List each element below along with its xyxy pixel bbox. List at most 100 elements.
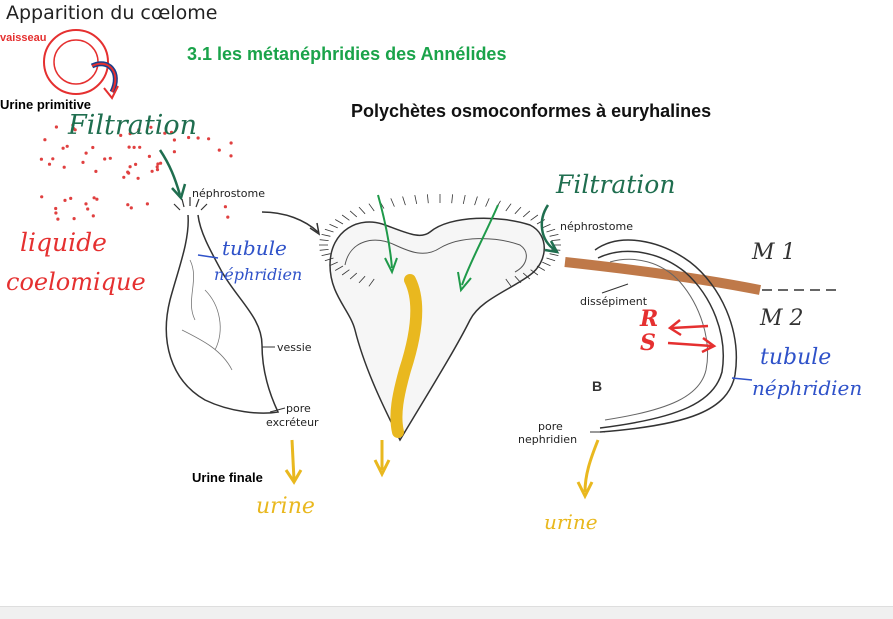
cilium (329, 261, 338, 267)
coelomic-dot (126, 170, 130, 174)
tubule-leader-right (731, 377, 753, 381)
cilium (321, 234, 331, 237)
coelomic-dot (129, 206, 133, 210)
coelomic-dot (147, 154, 151, 158)
label-b: B (592, 378, 603, 394)
bottom-bar (0, 606, 893, 619)
coelomic-dot (155, 165, 159, 169)
label-urine-right: urine (544, 510, 598, 534)
coelomic-dot (54, 211, 58, 215)
coelomic-dot (51, 157, 55, 161)
coelomic-dot (72, 127, 76, 131)
cilium (341, 269, 350, 276)
coelomic-dot (229, 154, 233, 158)
label-nephridien-right: néphridien (752, 376, 863, 400)
cilium (329, 223, 338, 229)
coelomic-dot (43, 138, 47, 142)
cilium (368, 203, 375, 212)
coelomic-dot (126, 203, 130, 207)
coelomic-dot (69, 196, 73, 200)
label-vessie: vessie (277, 341, 312, 354)
cilium (390, 198, 395, 207)
coelomic-dot (119, 133, 123, 137)
coelomic-dot (226, 215, 230, 219)
section-title: 3.1 les métanéphridies des Annélides (187, 44, 507, 64)
urine-arrow-left (284, 439, 303, 485)
coelomic-dot (172, 150, 176, 154)
cilium (349, 210, 358, 218)
label-filtration-right: Filtration (556, 170, 676, 199)
coelomic-dot (122, 175, 126, 179)
label-urine-left: urine (256, 494, 315, 519)
dissepiment-band (564, 257, 761, 295)
cilium (522, 210, 531, 218)
cilium (335, 265, 344, 271)
left-nephridium (165, 197, 280, 414)
coelomic-dot (137, 128, 141, 132)
coelomic-dot (63, 198, 67, 202)
label-dissepiment: dissépiment (580, 295, 648, 308)
coelomic-dot (71, 123, 75, 127)
cilium (335, 219, 344, 225)
center-green-arrows (377, 194, 499, 293)
coelomic-dot (54, 125, 59, 129)
cilium (324, 257, 334, 262)
slide-header: Apparition du cœlome (6, 2, 218, 24)
cilium (514, 275, 522, 284)
filtration-arrow-right (540, 204, 560, 254)
coelomic-dot (62, 165, 66, 169)
link-arrow (261, 211, 319, 233)
label-nephrostome-left: néphrostome (192, 187, 265, 200)
slide-subtitle: Polychètes osmoconformes à euryhalines (351, 101, 712, 121)
urine-arrow-center (373, 440, 391, 478)
label-r: R (640, 306, 659, 332)
label-s: S (640, 330, 656, 356)
cilium (549, 253, 559, 256)
cilium (341, 214, 350, 221)
coelomic-dot (134, 162, 138, 166)
urine-arrow-right (576, 439, 600, 500)
cilium (349, 272, 358, 280)
coelomic-dot (149, 125, 153, 129)
coelomic-dot (196, 136, 200, 140)
cilium (319, 239, 329, 241)
cilium (321, 253, 331, 256)
coelomic-dot (150, 169, 154, 173)
cilium (402, 196, 406, 206)
cilium (514, 206, 522, 215)
cilium (462, 195, 466, 204)
coelomic-dot (108, 156, 112, 160)
coelomic-dot (159, 161, 163, 165)
cilium (530, 269, 539, 276)
coelomic-dot (172, 138, 176, 142)
coelomic-dot (86, 207, 90, 211)
coelomic-dot (92, 196, 96, 200)
cilium (536, 265, 545, 271)
coelomic-dot (84, 151, 88, 155)
cilium (551, 239, 561, 241)
coelomic-dot (223, 205, 227, 209)
label-m1: M 1 (752, 240, 796, 265)
coelomic-dot (169, 130, 174, 134)
cilium (474, 196, 478, 206)
coelomic-dot (229, 141, 233, 145)
cilium (324, 228, 334, 233)
label-m2: M 2 (760, 306, 804, 331)
cilium (546, 257, 556, 262)
cilium (542, 261, 551, 267)
coelomic-dot (56, 217, 60, 221)
cilium (485, 198, 490, 207)
coelomic-dot (155, 168, 160, 172)
coelomic-dot (81, 160, 85, 164)
cilium (542, 223, 551, 229)
coelomic-dot (187, 135, 191, 140)
cilium (505, 278, 512, 287)
center-funnel (319, 194, 561, 442)
cilium (427, 194, 429, 204)
coelomic-dot (61, 146, 65, 150)
dissepiment-leader (601, 283, 629, 294)
coelomic-dot (40, 195, 44, 199)
label-vaisseau: vaisseau (0, 32, 47, 44)
label-tubule-left: tubule (222, 236, 287, 260)
